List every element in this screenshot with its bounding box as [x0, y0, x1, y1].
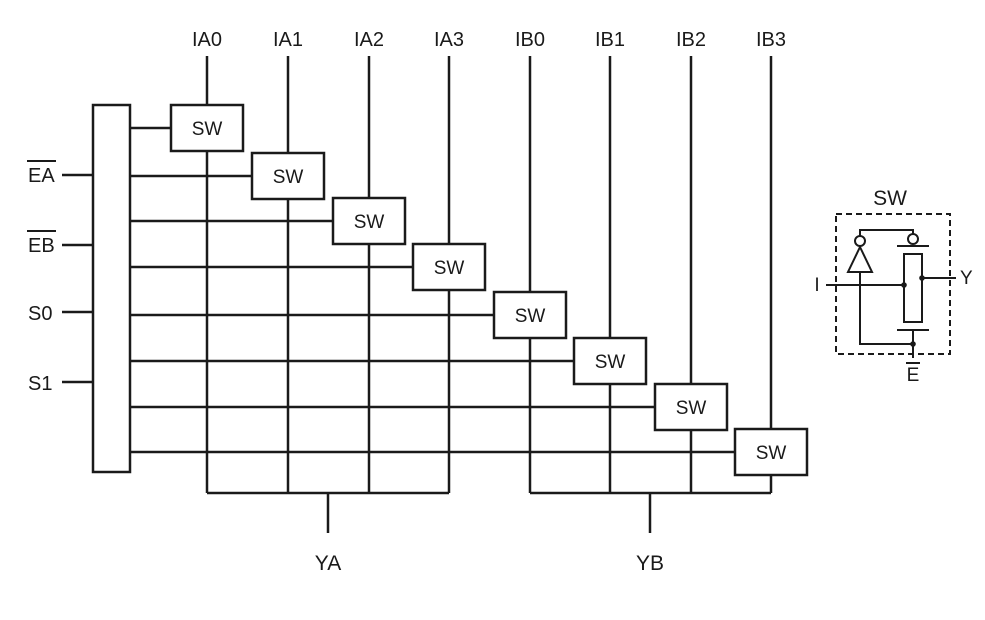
label-ia1: IA1	[273, 29, 303, 51]
label-yb: YB	[636, 552, 664, 575]
sw-box-2: SW	[250, 151, 326, 201]
sw-box-rect	[572, 336, 648, 386]
inverter-output-wire	[859, 229, 914, 236]
left-control-inputs: EA EB S0 S1	[27, 160, 93, 395]
sw-box-label: SW	[192, 119, 223, 140]
sw-box-label: SW	[595, 352, 626, 373]
sw-box-label: SW	[756, 443, 787, 464]
input-s1: S1	[28, 373, 93, 395]
sw-box-label: SW	[515, 306, 546, 327]
sw-box-7: SW	[653, 382, 729, 432]
sw-box-label: SW	[354, 212, 385, 233]
sw-detail-title: SW	[873, 187, 907, 210]
label-ib2: IB2	[676, 29, 706, 51]
sw-box-rect	[492, 290, 568, 340]
sw-box-5: SW	[492, 290, 568, 340]
decoder-block	[91, 103, 132, 474]
sw-box-6: SW	[572, 336, 648, 386]
sw-box-rect	[411, 242, 487, 292]
sw-box-rect	[733, 427, 809, 477]
inverter-bubble	[854, 235, 866, 247]
sw-detail-boundary	[835, 213, 951, 355]
label-i: I	[814, 275, 819, 296]
sw-box-label: SW	[676, 398, 707, 419]
sw-box-rect	[250, 151, 326, 201]
input-s0: S0	[28, 303, 93, 325]
sw-box-8: SW	[733, 427, 809, 477]
inverter-triangle	[846, 244, 874, 273]
sw-box-3: SW	[331, 196, 407, 246]
label-eb: EB	[28, 235, 55, 257]
label-ia0: IA0	[192, 29, 222, 51]
sw-box-label: SW	[273, 167, 304, 188]
enable-junction-dot	[910, 341, 916, 347]
label-s0: S0	[28, 303, 52, 325]
sw-box-rect	[331, 196, 407, 246]
pmos-gate-bubble	[907, 233, 919, 245]
sw-box-label: SW	[434, 258, 465, 279]
sw-box-rect	[169, 103, 245, 153]
label-e: E	[907, 365, 920, 386]
input-junction-dot	[901, 282, 907, 288]
enable-branch-wire	[859, 272, 913, 345]
output-yb: YB	[530, 491, 771, 575]
label-ya: YA	[315, 552, 341, 575]
input-ea: EA	[27, 160, 93, 187]
sw-box-1: SW	[169, 103, 245, 153]
output-junction-dot	[919, 275, 925, 281]
input-eb: EB	[27, 230, 93, 257]
switch-boxes: SW SW SW SW SW SW SW SW	[169, 103, 809, 477]
label-ea: EA	[28, 165, 55, 187]
decoder-row-wires	[130, 126, 735, 454]
sw-box-rect	[653, 382, 729, 432]
label-ib0: IB0	[515, 29, 545, 51]
label-ib1: IB1	[595, 29, 625, 51]
output-ya: YA	[207, 491, 449, 575]
label-ib3: IB3	[756, 29, 786, 51]
label-ia3: IA3	[434, 29, 464, 51]
label-y: Y	[960, 268, 973, 289]
label-ia2: IA2	[354, 29, 384, 51]
transmission-gate-channel	[903, 253, 923, 323]
top-input-labels: IA0 IA1 IA2 IA3 IB0 IB1 IB2 IB3	[192, 29, 786, 51]
input-column-wires	[205, 56, 773, 493]
label-s1: S1	[28, 373, 52, 395]
sw-box-4: SW	[411, 242, 487, 292]
sw-detail: SW I Y E	[814, 187, 973, 386]
